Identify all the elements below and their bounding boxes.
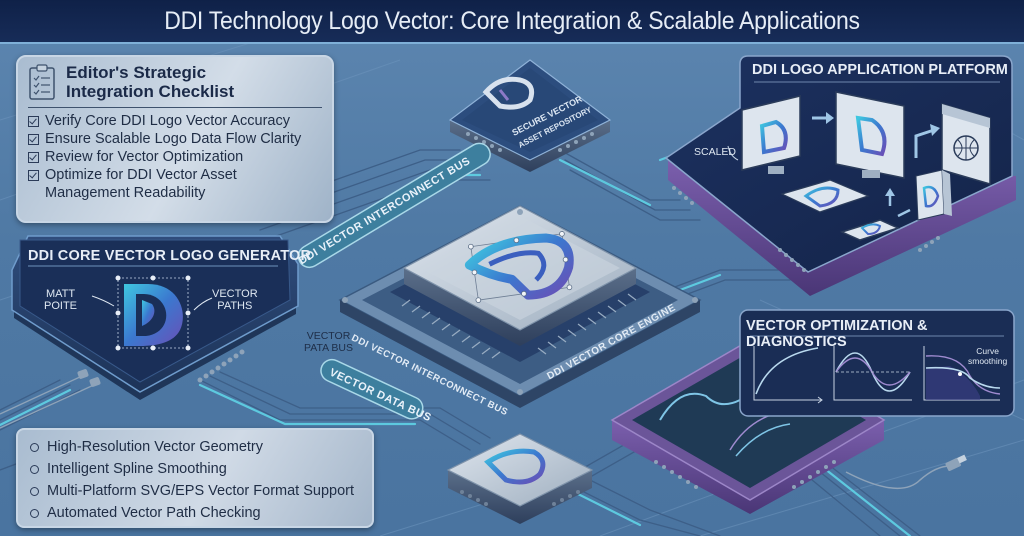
vector-data-bus-side-label: VECTOR PATA BUS: [304, 330, 353, 354]
diagnostics-title: VECTOR OPTIMIZATION & DIAGNOSTICS: [746, 318, 928, 350]
checklist-item-label-line2: Management Readability: [45, 185, 206, 201]
graph-fit-curve: [753, 346, 823, 404]
checkbox-checked-icon: [28, 170, 39, 181]
feature-item: High-Resolution Vector Geometry: [30, 436, 360, 458]
bullet-circle-icon: [30, 486, 39, 496]
checklist-item-label-line1: Optimize for DDI Vector Asset: [45, 167, 237, 183]
right-label-line1: VECTOR: [212, 288, 258, 300]
side-label-line2: PATA BUS: [304, 342, 354, 354]
features-list: High-Resolution Vector Geometry Intellig…: [30, 436, 360, 524]
feature-label: Intelligent Spline Smoothing: [47, 461, 227, 477]
data-bus-pill: [320, 358, 424, 420]
checklist-item-label: Review for Vector Optimization: [45, 149, 244, 165]
checkbox-checked-icon: [28, 116, 39, 127]
left-label-line1: MATT: [45, 288, 76, 300]
bullet-circle-icon: [30, 442, 39, 452]
checklist-title-line2: Integration Checklist: [66, 82, 235, 101]
checkbox-checked-icon: [28, 152, 39, 163]
right-label-line2: PATHS: [217, 300, 253, 312]
vector-paths-label: VECTOR PATHS: [212, 288, 258, 312]
scaled-label: SCALED: [694, 146, 737, 158]
generator-logo: [115, 275, 191, 351]
platform-title: DDI LOGO APPLICATION PLATFORM: [752, 62, 1008, 78]
feature-label: Automated Vector Path Checking: [47, 505, 261, 521]
side-label-line1: VECTOR: [306, 330, 351, 342]
interconnect-bus-pill: [297, 142, 491, 269]
checklist-item-label: Verify Core DDI Logo Vector Accuracy: [45, 113, 290, 129]
feature-item: Automated Vector Path Checking: [30, 502, 360, 524]
diagnostics-panel: [739, 309, 1015, 417]
curve-label-line1: Curve: [976, 346, 999, 356]
graph-sine-compare: [833, 346, 912, 401]
checklist-item: Review for Vector Optimization: [28, 148, 322, 166]
checklist-title: Editor's Strategic Integration Checklist: [66, 63, 234, 101]
checklist-item: Verify Core DDI Logo Vector Accuracy: [28, 112, 322, 130]
checklist-items: Verify Core DDI Logo Vector Accuracy Ens…: [28, 112, 322, 202]
page-title: DDI Technology Logo Vector: Core Integra…: [164, 6, 860, 35]
curve-smoothing-label: Curve smoothing: [968, 346, 1007, 366]
graph-smoothing-falloff: [923, 346, 1001, 401]
checklist-header: Editor's Strategic Integration Checklist: [28, 63, 322, 108]
core-logo: [464, 231, 574, 303]
generator-title: DDI CORE VECTOR LOGO GENERATOR: [28, 248, 312, 264]
clipboard-checklist-icon: [28, 63, 56, 101]
feature-label: Multi-Platform SVG/EPS Vector Format Sup…: [47, 483, 355, 499]
bullet-circle-icon: [30, 464, 39, 474]
platform-base: [664, 55, 1016, 296]
curve-label-line2: smoothing: [968, 356, 1008, 366]
checkbox-checked-icon: [28, 134, 39, 145]
checklist-item: Ensure Scalable Logo Data Flow Clarity: [28, 130, 322, 148]
features-panel: High-Resolution Vector Geometry Intellig…: [16, 428, 374, 528]
feature-item: Intelligent Spline Smoothing: [30, 458, 360, 480]
feature-label: High-Resolution Vector Geometry: [47, 439, 263, 455]
bottom-chip: [446, 433, 594, 524]
checklist-title-line1: Editor's Strategic: [66, 63, 207, 82]
bullet-circle-icon: [30, 508, 39, 518]
left-label-line2: POITE: [44, 300, 78, 312]
feature-item: Multi-Platform SVG/EPS Vector Format Sup…: [30, 480, 360, 502]
checklist-panel: Editor's Strategic Integration Checklist…: [16, 55, 334, 223]
checklist-item-label: Ensure Scalable Logo Data Flow Clarity: [45, 131, 302, 147]
matt-poite-label: MATT POITE: [44, 288, 77, 312]
title-bar: DDI Technology Logo Vector: Core Integra…: [0, 0, 1024, 44]
